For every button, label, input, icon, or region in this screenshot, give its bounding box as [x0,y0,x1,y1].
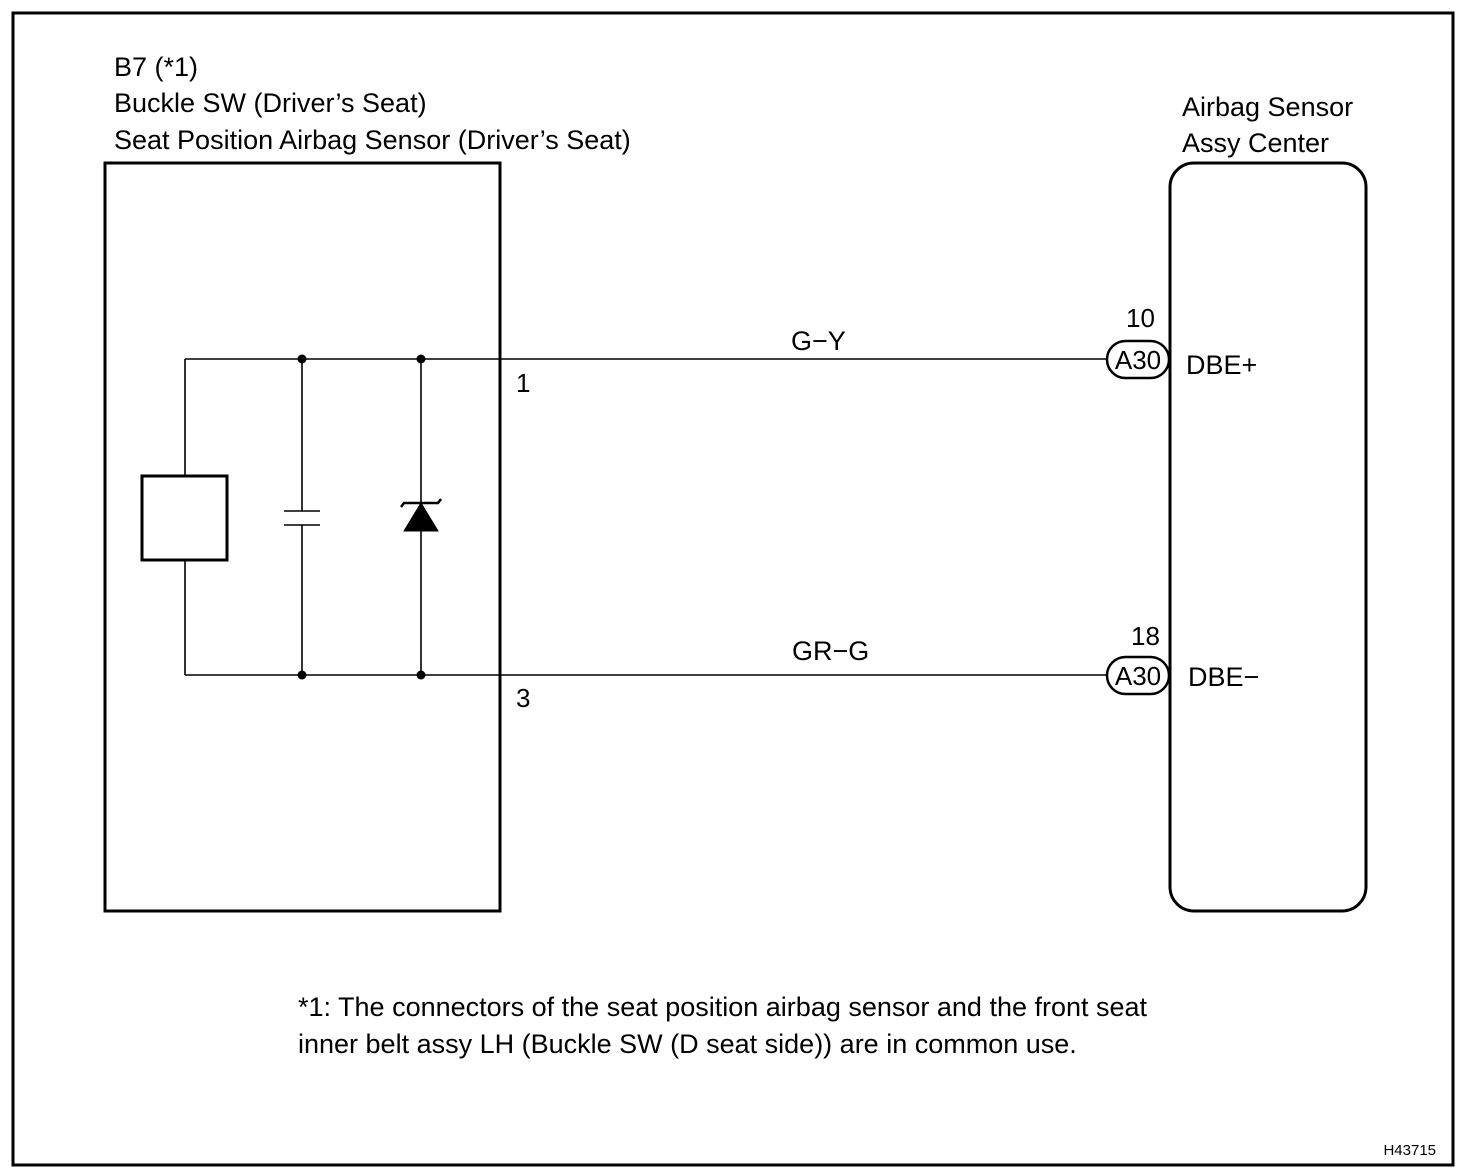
wire-bottom-color-label: GR−G [792,636,869,666]
left-component-box [103,161,502,913]
footnote-line1: *1: The connectors of the seat position … [298,992,1148,1022]
wire-top-color-label: G−Y [791,326,846,356]
footnote-line2: inner belt assy LH (Buckle SW (D seat si… [298,1029,1077,1059]
left-pin-1-label: 1 [516,368,530,398]
terminal-dbe-plus: DBE+ [1186,350,1257,380]
zener-diode-symbol [400,498,442,532]
left-connector-id: B7 (*1) [114,52,198,82]
connector-a30-top-label: A30 [1115,345,1161,375]
connector-a30-top [1105,339,1171,380]
terminal-dbe-minus: DBE− [1188,662,1259,692]
right-top-pin-number: 10 [1126,303,1155,333]
outer-frame [11,11,1455,1167]
junction-dots [297,354,426,680]
left-pin-3-label: 3 [516,683,530,713]
left-component-name-line1: Buckle SW (Driver’s Seat) [114,88,427,118]
right-bottom-pin-number: 18 [1131,621,1160,651]
connector-a30-bottom-label: A30 [1115,661,1161,691]
right-component-box [1168,161,1368,913]
connector-a30-bottom [1105,655,1171,696]
internal-circuit [184,358,500,676]
right-component-name-line2: Assy Center [1182,128,1329,158]
figure-code: H43715 [1383,1142,1436,1159]
right-component-name-line1: Airbag Sensor [1182,92,1353,122]
left-component-name-line2: Seat Position Airbag Sensor (Driver’s Se… [114,125,631,155]
capacitor-symbol [284,510,320,526]
sensor-element [140,474,229,562]
